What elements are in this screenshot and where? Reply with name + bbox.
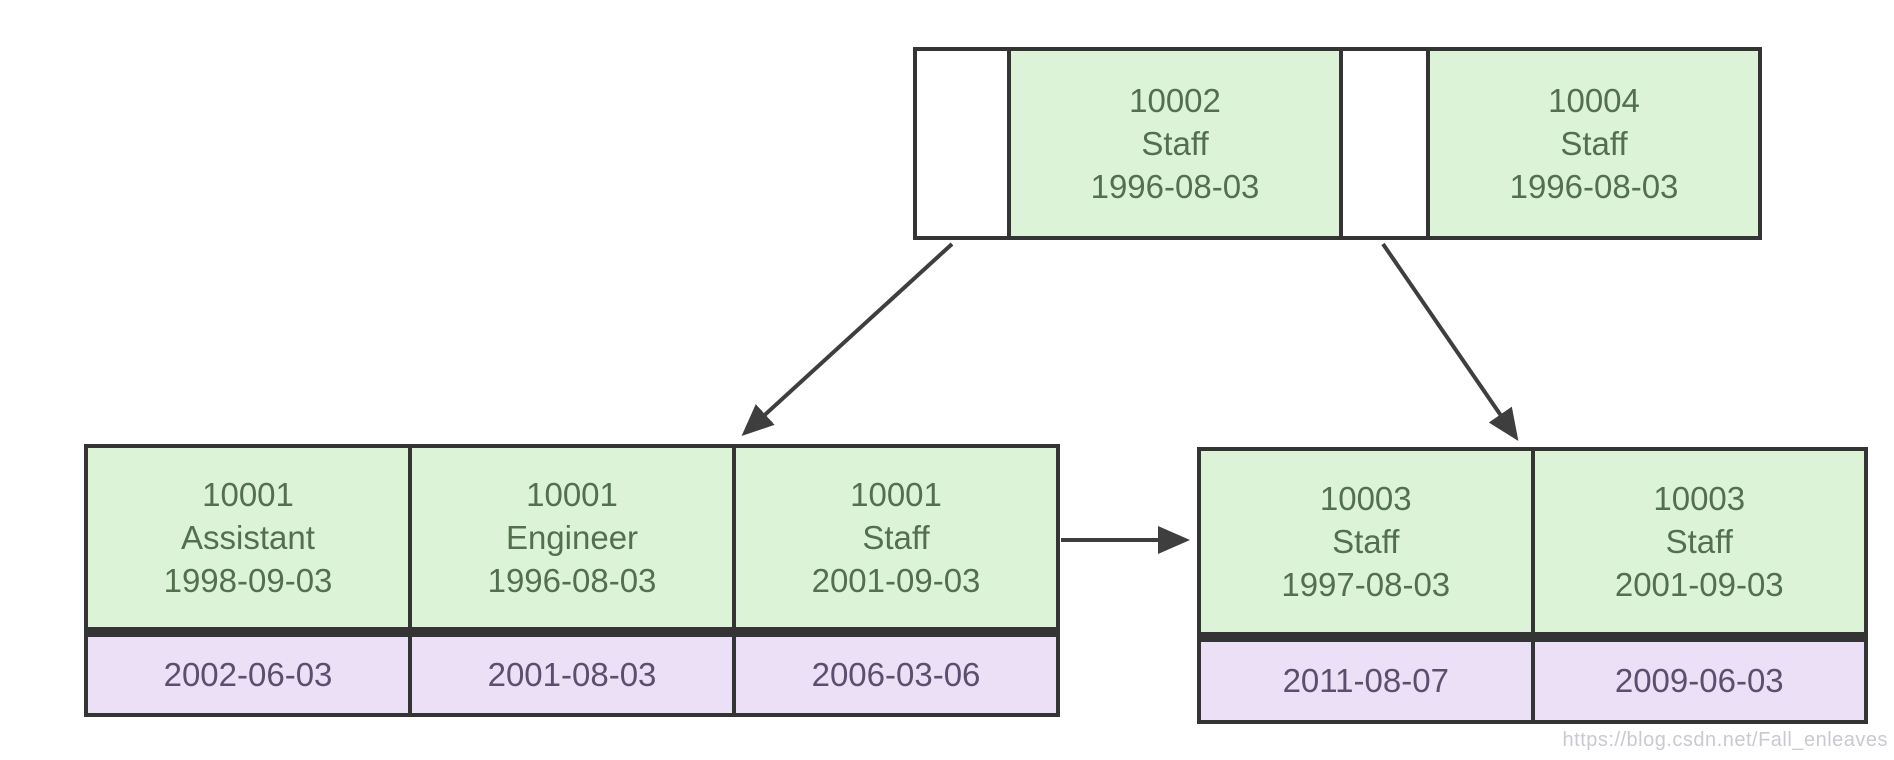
record-date: 1996-08-03 <box>1090 168 1260 205</box>
record-date: 1996-08-03 <box>487 562 657 599</box>
leaf-record-cell: 10003 Staff 2001-09-03 <box>1530 451 1864 632</box>
value-date: 2006-03-06 <box>811 656 981 693</box>
leaf-record-cell: 10001 Engineer 1996-08-03 <box>408 448 732 627</box>
record-title: Staff <box>1560 125 1628 162</box>
right-leaf-node: 10003 Staff 1997-08-03 10003 Staff 2001-… <box>1197 447 1868 724</box>
root-pointer-cell-left <box>917 51 1007 236</box>
record-title: Assistant <box>181 519 315 556</box>
right-leaf-key-row: 10003 Staff 1997-08-03 10003 Staff 2001-… <box>1197 447 1868 637</box>
value-date: 2009-06-03 <box>1614 662 1784 699</box>
record-id: 10002 <box>1129 82 1221 119</box>
record-id: 10004 <box>1548 82 1640 119</box>
root-record-cell-10004: 10004 Staff 1996-08-03 <box>1426 51 1758 236</box>
root-record-cell-10002: 10002 Staff 1996-08-03 <box>1007 51 1339 236</box>
record-title: Staff <box>1141 125 1209 162</box>
left-leaf-node: 10001 Assistant 1998-09-03 10001 Enginee… <box>84 444 1060 717</box>
leaf-record-cell: 10003 Staff 1997-08-03 <box>1201 451 1531 632</box>
value-date: 2001-08-03 <box>487 656 657 693</box>
value-date: 2002-06-03 <box>163 656 333 693</box>
record-id: 10001 <box>526 476 618 513</box>
record-id: 10003 <box>1319 480 1412 517</box>
record-id: 10001 <box>850 476 942 513</box>
leaf-value-cell: 2002-06-03 <box>88 637 408 713</box>
record-date: 2001-09-03 <box>811 562 981 599</box>
record-title: Staff <box>1665 523 1733 560</box>
record-date: 1996-08-03 <box>1509 168 1679 205</box>
arrow-root-to-right-leaf <box>1381 242 1519 441</box>
left-leaf-value-row: 2002-06-03 2001-08-03 2006-03-06 <box>84 632 1060 717</box>
record-date: 2001-09-03 <box>1614 566 1784 603</box>
value-date: 2011-08-07 <box>1282 662 1449 699</box>
leaf-record-cell: 10001 Assistant 1998-09-03 <box>88 448 408 627</box>
root-pointer-cell-right <box>1339 51 1426 236</box>
record-id: 10001 <box>202 476 294 513</box>
leaf-record-cell: 10001 Staff 2001-09-03 <box>732 448 1056 627</box>
record-title: Staff <box>862 519 930 556</box>
arrow-root-to-left-leaf <box>741 242 954 437</box>
left-leaf-key-row: 10001 Assistant 1998-09-03 10001 Enginee… <box>84 444 1060 632</box>
record-date: 1998-09-03 <box>163 562 333 599</box>
root-node: 10002 Staff 1996-08-03 10004 Staff 1996-… <box>913 47 1762 240</box>
csdn-watermark: https://blog.csdn.net/Fall_enleaves <box>1562 729 1888 751</box>
leaf-value-cell: 2009-06-03 <box>1530 642 1864 720</box>
leaf-value-cell: 2006-03-06 <box>732 637 1056 713</box>
record-id: 10003 <box>1653 480 1746 517</box>
record-title: Staff <box>1332 523 1400 560</box>
leaf-value-cell: 2001-08-03 <box>408 637 732 713</box>
record-title: Engineer <box>505 519 639 556</box>
record-date: 1997-08-03 <box>1281 566 1451 603</box>
leaf-value-cell: 2011-08-07 <box>1201 642 1531 720</box>
right-leaf-value-row: 2011-08-07 2009-06-03 <box>1197 637 1868 724</box>
